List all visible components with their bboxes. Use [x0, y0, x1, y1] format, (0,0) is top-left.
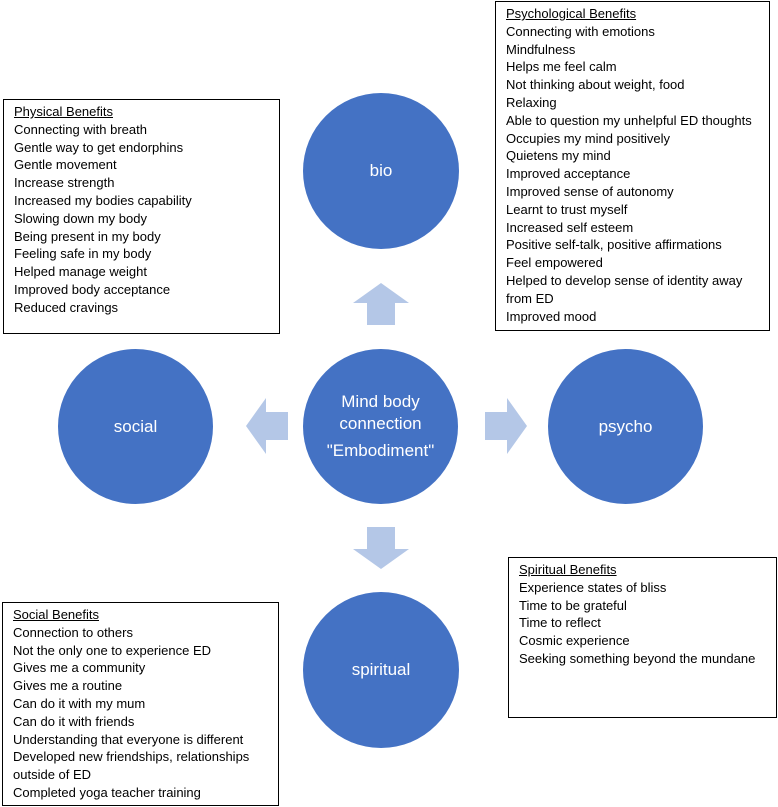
list-item: Experience states of bliss	[519, 579, 667, 595]
list-item: Improved sense of autonomy	[506, 183, 674, 199]
list-item: Completed yoga teacher training	[13, 784, 201, 800]
list-item: Gentle way to get endorphins	[14, 139, 184, 155]
psychological-benefits-box: Psychological Benefits Connecting with e…	[495, 1, 770, 331]
spiritual-node: spiritual	[303, 592, 459, 748]
center-label-line-2: connection	[339, 414, 422, 433]
center-label-line-1: Mind body	[341, 392, 420, 411]
list-item: Reduced cravings	[14, 299, 119, 315]
list-item: Relaxing	[506, 94, 557, 110]
spiritual-label: spiritual	[351, 660, 411, 679]
list-item: Connecting with breath	[14, 121, 147, 137]
list-item: Not the only one to experience ED	[13, 642, 212, 658]
social-label: social	[113, 416, 158, 436]
spiritual-benefits-box: Spiritual Benefits Experience states of …	[508, 557, 777, 718]
bio-label: bio	[369, 161, 393, 180]
arrow-down-icon	[353, 527, 409, 569]
list-item: Can do it with friends	[13, 713, 135, 729]
psychological-benefits-list: Connecting with emotions Mindfulness Hel…	[506, 23, 761, 326]
list-item: Improved mood	[506, 308, 597, 324]
center-label-line-3: "Embodiment"	[326, 441, 435, 460]
psychological-benefits-heading: Psychological Benefits	[506, 6, 637, 21]
arrow-left-icon	[246, 398, 288, 454]
spiritual-benefits-list: Experience states of bliss Time to be gr…	[519, 579, 768, 668]
physical-benefits-box: Physical Benefits Connecting with breath…	[3, 99, 280, 334]
spiritual-benefits-heading: Spiritual Benefits	[519, 562, 617, 577]
list-item: Positive self-talk, positive affirmation…	[506, 237, 722, 253]
list-item: Increase strength	[14, 175, 115, 191]
list-item: Understanding that everyone is different	[13, 731, 244, 747]
list-item: Not thinking about weight, food	[506, 77, 685, 93]
social-benefits-list: Connection to others Not the only one to…	[13, 624, 270, 802]
social-node: social	[58, 349, 213, 504]
list-item: Seeking something beyond the mundane	[519, 650, 756, 666]
center-node: Mind body connection "Embodiment"	[303, 349, 458, 504]
list-item: from ED	[506, 290, 554, 306]
list-item: Helped to develop sense of identity away	[506, 272, 743, 288]
list-item: Gives me a community	[13, 660, 146, 676]
arrow-right-icon	[485, 398, 527, 454]
list-item: Feel empowered	[506, 255, 603, 271]
physical-benefits-list: Connecting with breath Gentle way to get…	[14, 121, 271, 317]
social-benefits-box: Social Benefits Connection to others Not…	[2, 602, 279, 806]
list-item: Helped manage weight	[14, 264, 147, 280]
list-item: Connecting with emotions	[506, 23, 655, 39]
center-label: Mind body connection "Embodiment"	[327, 391, 435, 462]
list-item: Being present in my body	[14, 228, 161, 244]
list-item: outside of ED	[13, 767, 92, 783]
list-item: Increased my bodies capability	[14, 192, 192, 208]
list-item: Occupies my mind positively	[506, 130, 670, 146]
list-item: Feeling safe in my body	[14, 246, 152, 262]
list-item: Gentle movement	[14, 157, 117, 173]
list-item: Improved acceptance	[506, 166, 631, 182]
list-item: Time to be grateful	[519, 597, 627, 613]
list-item: Quietens my mind	[506, 148, 611, 164]
list-item: Slowing down my body	[14, 210, 147, 226]
bio-node: bio	[303, 93, 459, 249]
list-item: Connection to others	[13, 624, 133, 640]
arrow-up-icon	[353, 283, 409, 325]
list-item: Able to question my unhelpful ED thought…	[506, 112, 752, 128]
list-item: Increased self esteem	[506, 219, 634, 235]
list-item: Gives me a routine	[13, 678, 123, 694]
list-item: Improved body acceptance	[14, 281, 171, 297]
list-item: Can do it with my mum	[13, 695, 146, 711]
list-item: Time to reflect	[519, 615, 601, 631]
psycho-node: psycho	[548, 349, 703, 504]
list-item: Mindfulness	[506, 41, 576, 57]
social-benefits-heading: Social Benefits	[13, 607, 99, 622]
psycho-label: psycho	[598, 416, 653, 436]
list-item: Helps me feel calm	[506, 59, 617, 75]
list-item: Developed new friendships, relationships	[13, 749, 250, 765]
list-item: Cosmic experience	[519, 633, 630, 649]
list-item: Learnt to trust myself	[506, 201, 628, 217]
physical-benefits-heading: Physical Benefits	[14, 104, 113, 119]
